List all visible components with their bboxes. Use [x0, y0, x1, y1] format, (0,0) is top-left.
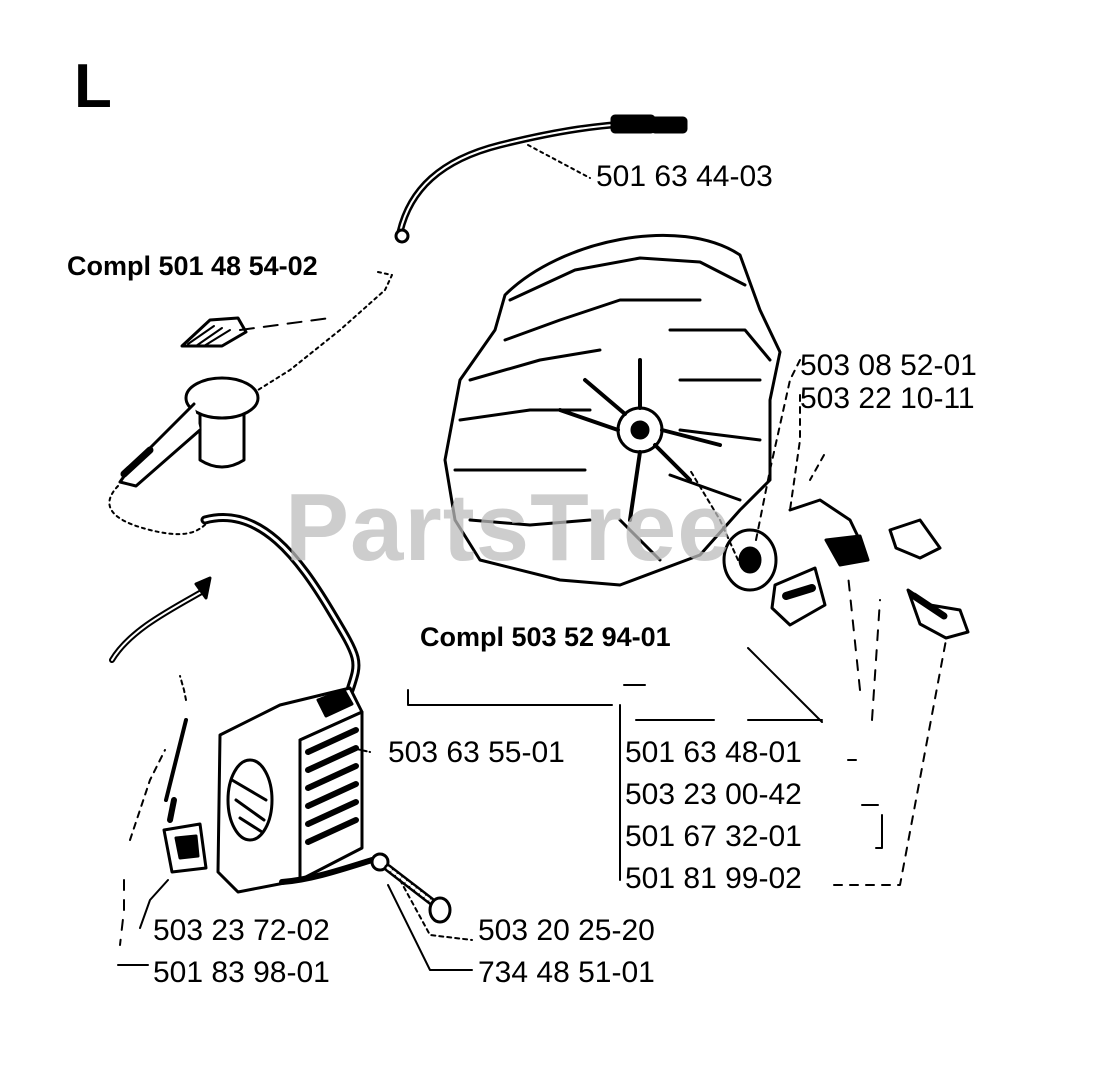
ignition-module-drawing — [216, 686, 375, 894]
label-503-20-25-20[interactable]: 503 20 25-20 — [478, 914, 655, 947]
label-503-23-00-42[interactable]: 503 23 00-42 — [625, 778, 802, 811]
label-ignition-module[interactable]: 503 63 55-01 — [388, 736, 565, 769]
label-ignition-cable[interactable]: 501 63 44-03 — [596, 160, 773, 193]
plug-cap-drawing — [108, 316, 260, 536]
ignition-cable-drawing — [394, 114, 688, 244]
label-501-67-32-01[interactable]: 501 67 32-01 — [625, 820, 802, 853]
starter-pawl-drawing — [722, 498, 970, 640]
label-503-22-10-11[interactable]: 503 22 10-11 — [800, 382, 975, 415]
label-503-23-72-02[interactable]: 503 23 72-02 — [153, 914, 330, 947]
screw-washer-drawing — [370, 852, 452, 924]
leader-lines — [117, 144, 947, 971]
label-501-63-48-01[interactable]: 501 63 48-01 — [625, 736, 802, 769]
label-plug-cap-complete[interactable]: Compl 501 48 54-02 — [67, 251, 318, 281]
label-501-83-98-01[interactable]: 501 83 98-01 — [153, 956, 330, 989]
label-734-48-51-01[interactable]: 734 48 51-01 — [478, 956, 655, 989]
flywheel-drawing — [443, 233, 782, 587]
module-cable-drawing — [109, 513, 361, 695]
section-letter: L — [74, 52, 112, 121]
label-503-08-52-01[interactable]: 503 08 52-01 — [800, 349, 977, 382]
label-501-81-99-02[interactable]: 501 81 99-02 — [625, 862, 802, 895]
label-flywheel-complete[interactable]: Compl 503 52 94-01 — [420, 622, 671, 652]
bracket-drawing — [162, 718, 208, 874]
